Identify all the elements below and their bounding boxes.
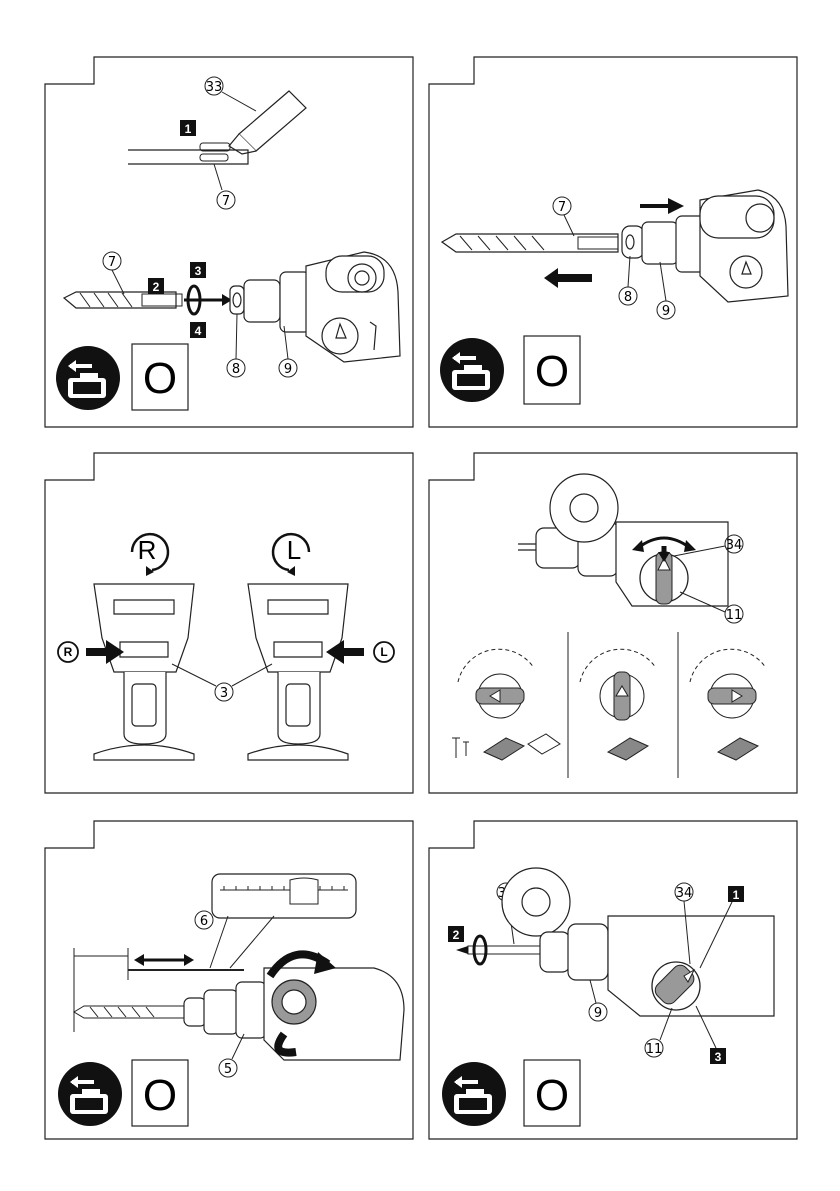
callout-11: 11 — [726, 608, 743, 623]
mode-badge: O — [143, 354, 177, 403]
step-badge-3: 3 — [715, 1050, 722, 1064]
mode-position-right — [690, 649, 766, 718]
insert-twist-arrow — [184, 286, 232, 314]
small-rotation-right-label: R — [64, 645, 73, 659]
grease-tube-illustration — [229, 91, 306, 154]
material-icons-screw-wood-metal — [452, 734, 560, 760]
callout-33: 33 — [206, 80, 223, 95]
pull-arrow — [544, 268, 592, 288]
callout-5: 5 — [224, 1062, 232, 1077]
drill-bit-illustration — [442, 234, 618, 252]
bit-shank-illustration — [128, 143, 248, 164]
mode-badge: O — [535, 1071, 569, 1120]
step-badge-3: 3 — [195, 264, 202, 278]
battery-removed-icon — [440, 338, 504, 402]
battery-removed-icon — [58, 1062, 122, 1126]
figure-panel-6: 35 2 34 1 9 11 3 O — [428, 820, 798, 1140]
mode-position-left — [458, 649, 534, 718]
callout-11: 11 — [646, 1042, 663, 1057]
rotation-left-label: L — [287, 535, 301, 565]
callout-7-bit: 7 — [108, 255, 116, 270]
drill-bit-illustration — [74, 1006, 184, 1018]
callout-8: 8 — [232, 362, 240, 377]
step-badge-1: 1 — [185, 122, 192, 136]
screwdriver-illustration — [456, 946, 542, 954]
mode-position-center — [580, 649, 656, 720]
tool-grip-right-rotation — [94, 584, 194, 760]
push-arrow — [640, 198, 684, 214]
callout-34: 34 — [726, 538, 743, 553]
material-icon-concrete — [608, 738, 648, 760]
battery-removed-icon — [56, 346, 120, 410]
depth-gauge-detail — [212, 874, 356, 918]
callout-9: 9 — [594, 1006, 602, 1021]
callout-7: 7 — [558, 200, 566, 215]
rotary-hammer-illustration — [184, 968, 404, 1060]
step-badge-1: 1 — [733, 888, 740, 902]
mode-badge: O — [535, 347, 569, 396]
callout-8: 8 — [624, 290, 632, 305]
callout-6: 6 — [200, 914, 208, 929]
battery-removed-icon — [442, 1062, 506, 1126]
rotary-hammer-illustration — [230, 252, 400, 362]
callout-7: 7 — [222, 194, 230, 209]
tool-grip-left-rotation — [248, 584, 348, 760]
rotation-right-label: R — [138, 535, 157, 565]
step-badge-2: 2 — [153, 280, 160, 294]
callout-3: 3 — [220, 686, 228, 701]
step-badge-2: 2 — [453, 928, 460, 942]
callout-34: 34 — [676, 886, 693, 901]
step-badge-4: 4 — [195, 324, 202, 338]
callout-9: 9 — [284, 362, 292, 377]
rotary-hammer-top-view — [518, 474, 728, 606]
drill-bit-illustration — [64, 292, 182, 308]
figure-panel-4: 34 11 — [428, 452, 798, 794]
figure-panel-2: 7 8 9 O — [428, 56, 798, 428]
small-rotation-left-label: L — [380, 645, 387, 659]
material-icon-concrete — [718, 738, 758, 760]
mode-selector-dial — [652, 962, 700, 1010]
figure-panel-5: 6 5 O — [44, 820, 414, 1140]
mode-badge: O — [143, 1071, 177, 1120]
figure-panel-3: R L R L 3 — [44, 452, 414, 794]
figure-panel-1: 33 1 7 7 2 3 4 8 9 — [44, 56, 414, 428]
callout-9: 9 — [662, 304, 670, 319]
